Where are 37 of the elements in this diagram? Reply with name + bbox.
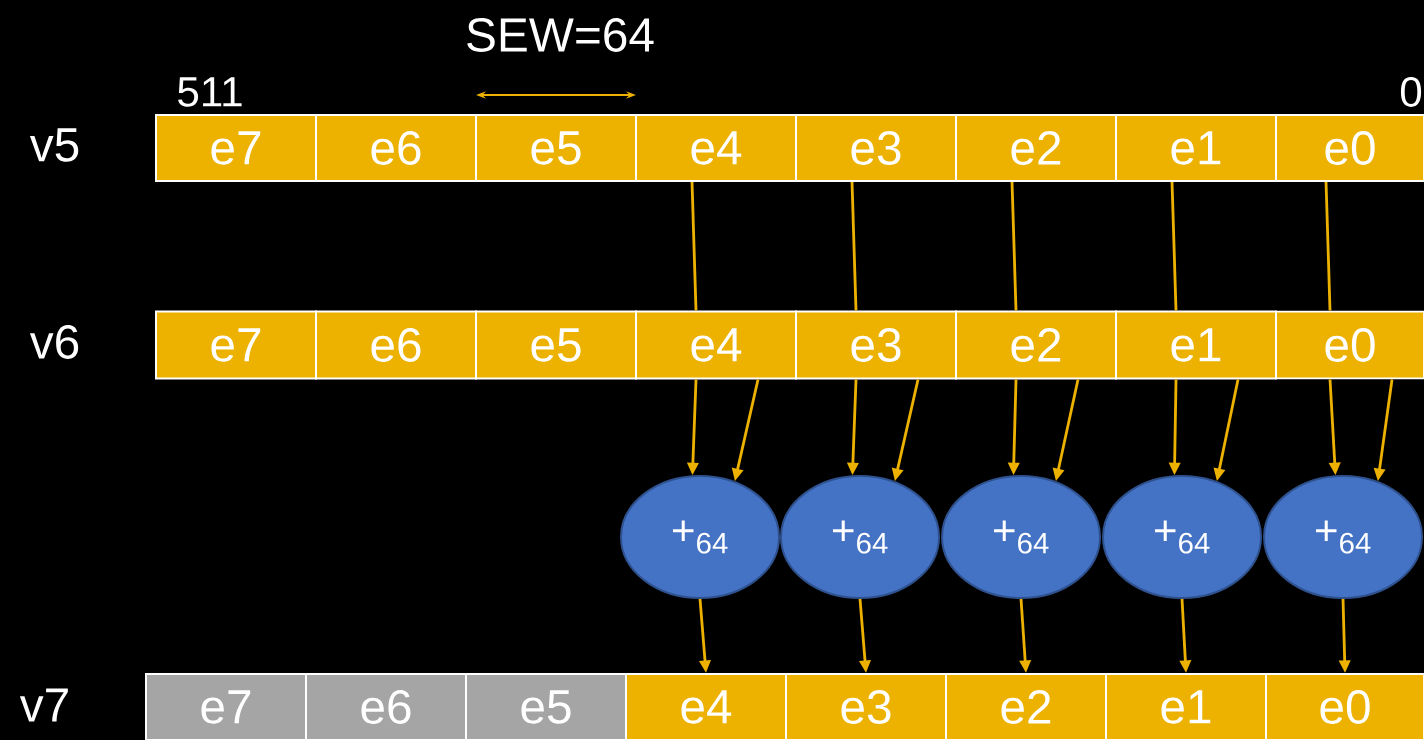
register-cell: e5	[475, 114, 637, 182]
register-cell: e2	[955, 114, 1117, 182]
register-cell: e4	[625, 673, 787, 740]
register-cell: e5	[475, 310, 637, 380]
bit-index: 0	[1400, 77, 1422, 107]
register-cell: e7	[145, 673, 307, 740]
register-cell: e6	[305, 673, 467, 740]
node-label: e4	[681, 690, 732, 724]
register-name: v7	[19, 688, 68, 722]
register-cell: e3	[795, 114, 957, 182]
node-label: e5	[521, 690, 571, 724]
register-cell: e3	[785, 673, 947, 740]
bit-index: 511	[178, 77, 242, 107]
node-label: e3	[841, 690, 891, 724]
register-cell: e4	[635, 114, 797, 182]
register-cell: e2	[945, 673, 1107, 740]
register-cell: e7	[155, 310, 317, 380]
register-cell: e0	[1275, 114, 1424, 182]
register-cell: e2	[955, 310, 1117, 380]
sew-label: SEW=64	[467, 18, 654, 52]
register-cell: e1	[1115, 310, 1277, 380]
node-label: e1	[1161, 690, 1211, 724]
register-cell: e0	[1265, 673, 1424, 740]
node-label: e2	[1001, 690, 1051, 724]
node-label: e7	[201, 690, 251, 724]
register-cell: e6	[315, 114, 477, 182]
register-name: v5	[29, 128, 79, 162]
register-name: v6	[29, 325, 79, 359]
register-cell: e4	[635, 310, 797, 380]
register-cell: e5	[465, 673, 627, 740]
register-cell: e7	[155, 114, 317, 182]
node-label: e6	[361, 690, 411, 724]
register-cell: e1	[1115, 114, 1277, 182]
register-cell: e6	[315, 310, 477, 380]
register-cell: e1	[1105, 673, 1267, 740]
register-cell: e3	[795, 310, 957, 380]
register-cell: e0	[1275, 310, 1424, 380]
